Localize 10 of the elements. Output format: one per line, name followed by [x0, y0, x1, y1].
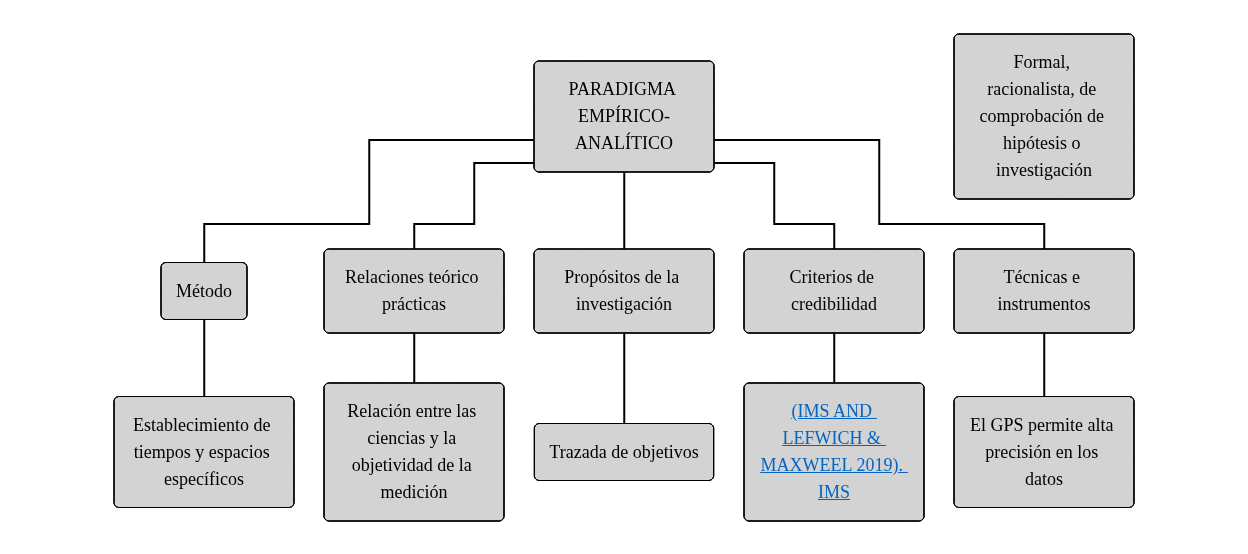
connector [623, 171, 626, 250]
connector [623, 332, 626, 425]
connector [1043, 332, 1046, 398]
connector [413, 161, 536, 250]
connector [413, 332, 416, 384]
connector [833, 332, 836, 384]
connector [203, 318, 206, 398]
connector [713, 161, 836, 250]
connector [713, 138, 1046, 250]
connector [203, 138, 536, 264]
